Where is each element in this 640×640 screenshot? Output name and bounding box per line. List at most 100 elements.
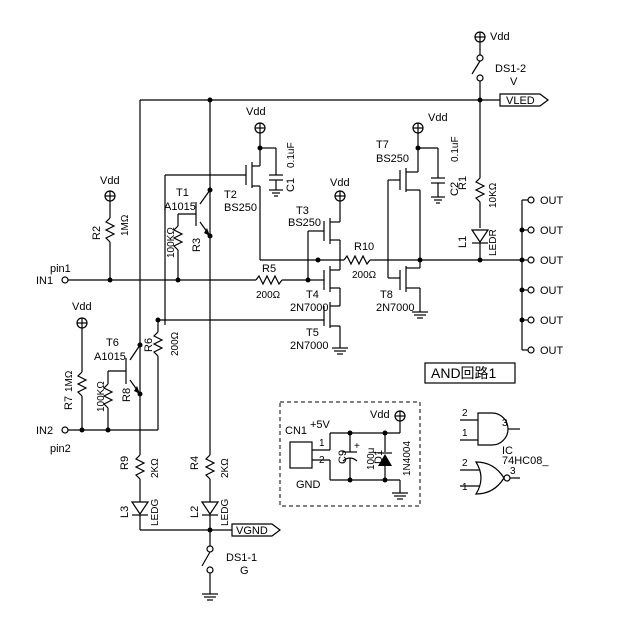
c1-value: 0.1uF <box>286 142 297 168</box>
r2: Vdd R2 1MΩ <box>91 175 131 280</box>
t1-r3: T1 A1015 100KΩ R3 <box>164 175 213 325</box>
vdd-r2-label: Vdd <box>100 175 120 187</box>
r7-label: R7 <box>63 396 75 410</box>
out-label-1: OUT <box>540 195 564 207</box>
vgnd-tag <box>231 523 281 537</box>
vled-tag <box>499 93 549 107</box>
t1-type: A1015 <box>164 201 196 213</box>
cn1-label: CN1 <box>285 425 307 437</box>
r8-label: R8 <box>121 388 133 402</box>
power-supply: CN1 +5V 1 2 GND + C9 100μ D1 1N4004 Vdd <box>279 401 421 507</box>
t5-label: T5 <box>306 327 319 339</box>
in1-label: IN1 <box>36 275 53 287</box>
ds1-1-sub: G <box>240 565 249 577</box>
in1-path: IN1 pin1 R5 200Ω <box>36 263 308 301</box>
title: AND回路1 <box>431 365 497 381</box>
ds1-2-sub: V <box>510 76 518 88</box>
ic-pin-b: 1 <box>462 428 468 439</box>
t3-label: T3 <box>296 205 309 217</box>
out-label-5: OUT <box>540 315 564 327</box>
led-l2-icon <box>200 501 220 516</box>
t7-c2: Vdd T7 BS250 0.1uF C2 <box>376 112 461 278</box>
r9-l3: R9 2KΩ L3 LEDG <box>119 454 161 530</box>
c2-label: C2 <box>449 182 461 196</box>
led-l1-icon <box>470 229 490 244</box>
d1-type: 1N4004 <box>402 441 413 476</box>
l3-type: LEDG <box>150 499 161 526</box>
vdd-t3-label: Vdd <box>330 177 350 189</box>
r6-label: R6 <box>143 338 155 352</box>
t2-c1: Vdd T2 BS250 0.1uF C1 <box>165 106 318 261</box>
ds1-2-label: DS1-2 <box>495 63 526 75</box>
r5-value: 200Ω <box>256 290 281 301</box>
r1-label: R1 <box>457 176 469 190</box>
t7-type: BS250 <box>376 153 409 165</box>
l1-type: LEDR <box>488 229 499 256</box>
t4-t5: T4 2N7000 T5 2N7000 <box>158 260 348 355</box>
gnd-label: GND <box>296 479 321 491</box>
title-box: AND回路1 <box>424 362 516 384</box>
ic2-pin-out: 3 <box>510 466 516 477</box>
in2-label: IN2 <box>36 425 53 437</box>
r7-value: 1MΩ <box>64 370 75 392</box>
led-l3-icon <box>130 501 150 516</box>
pin2-label: pin2 <box>50 443 71 455</box>
diode-d1-icon <box>378 454 392 466</box>
c9-plus: + <box>354 441 360 452</box>
t4-label: T4 <box>306 289 319 301</box>
vgnd-rail: VGND DS1-1 G <box>140 523 281 601</box>
r9-label: R9 <box>119 456 131 470</box>
out-label-3: OUT <box>540 255 564 267</box>
switch-ds1-2: Vdd DS1-2 V <box>471 31 526 100</box>
output-bus: OUT OUT OUT OUT OUT OUT <box>420 195 564 357</box>
c9-label: C9 <box>337 450 349 464</box>
vdd-t7-label: Vdd <box>428 112 448 124</box>
r1-value: 10KΩ <box>488 182 499 208</box>
t4-type: 2N7000 <box>290 302 329 314</box>
r4-label: R4 <box>189 456 201 470</box>
vdd-t2-label: Vdd <box>246 106 266 118</box>
t6-type: A1015 <box>94 351 126 363</box>
vled-rail: VLED <box>139 93 549 455</box>
t5-type: 2N7000 <box>290 340 329 352</box>
t7-label: T7 <box>376 139 389 151</box>
ic2-pin-a: 2 <box>462 458 468 469</box>
d1-label: D1 <box>373 450 385 464</box>
r10-value: 200Ω <box>352 270 377 281</box>
t6-label: T6 <box>106 337 119 349</box>
plus5-label: +5V <box>310 419 331 431</box>
r4-value: 2KΩ <box>220 458 231 478</box>
r6-value: 200Ω <box>170 331 181 356</box>
ic-part: 74HC08_ <box>502 455 549 467</box>
r6: R6 200Ω <box>143 317 181 430</box>
pin1-label: pin1 <box>50 263 71 275</box>
r3-value: 100KΩ <box>166 227 177 258</box>
r2-value: 1MΩ <box>120 214 131 236</box>
ic2-pin-b: 1 <box>462 482 468 493</box>
or-gate-icon <box>474 461 505 495</box>
ic-pin-out: 3 <box>502 418 508 429</box>
t2-label: T2 <box>224 189 237 201</box>
ic-74hc08: 2 1 3 IC 74HC08_ 2 1 3 <box>460 408 549 495</box>
r8-value: 100KΩ <box>96 381 107 412</box>
r9-value: 2KΩ <box>150 458 161 478</box>
r10-label: R10 <box>354 241 374 253</box>
cn1-pin1: 1 <box>319 438 325 449</box>
vdd-ps-label: Vdd <box>370 409 390 421</box>
ds1-1-label: DS1-1 <box>226 552 257 564</box>
r2-label: R2 <box>91 226 103 240</box>
r3-label: R3 <box>191 238 203 252</box>
ic-pin-a: 2 <box>462 408 468 419</box>
l2-label: L2 <box>189 506 201 518</box>
t3: Vdd T3 BS250 <box>288 177 350 280</box>
t3-type: BS250 <box>288 217 321 229</box>
t2-type: BS250 <box>224 202 257 214</box>
out-label-6: OUT <box>540 345 564 357</box>
r5-label: R5 <box>262 263 276 275</box>
t8-type: 2N7000 <box>376 302 415 314</box>
vdd-label: Vdd <box>490 31 510 43</box>
cn1-connector <box>289 441 313 469</box>
c2-value: 0.1uF <box>450 136 461 162</box>
